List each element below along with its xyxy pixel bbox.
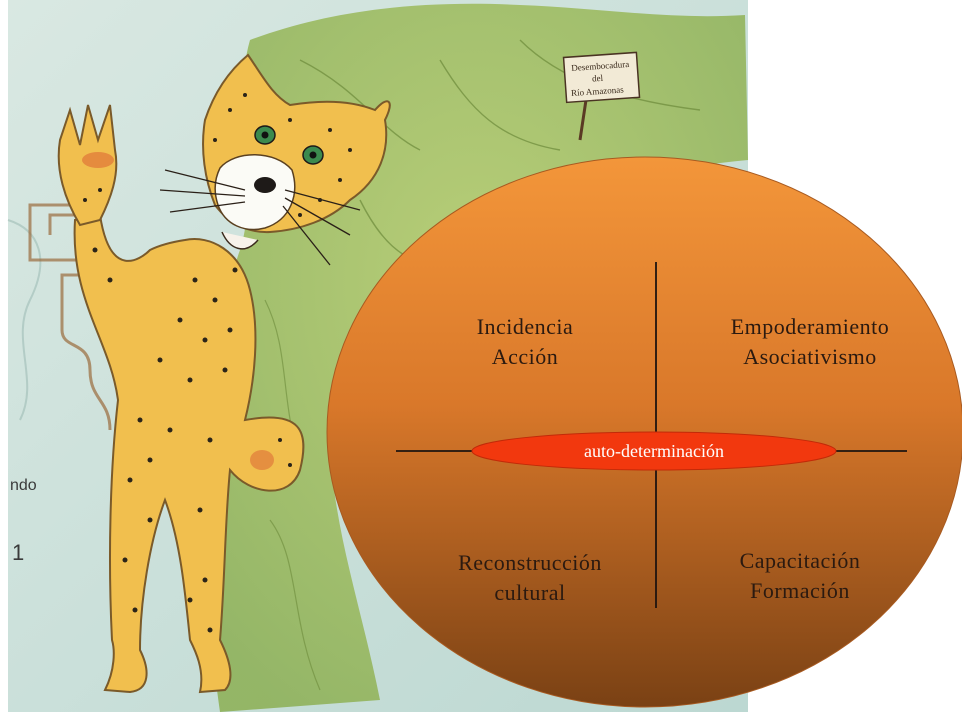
quadrant-bottom-right-line-2: Formación	[700, 576, 900, 606]
diagram	[327, 157, 962, 707]
jaguar-muzzle	[215, 155, 294, 230]
quadrant-top-right-line-1: Empoderamiento	[700, 312, 920, 342]
quadrant-top-left: Incidencia Acción	[440, 312, 610, 372]
quadrant-bottom-right: Capacitación Formación	[700, 546, 900, 606]
quadrant-bottom-left: Reconstrucción cultural	[425, 548, 635, 608]
quadrant-bottom-left-line-1: Reconstrucción	[425, 548, 635, 578]
sign-line-2: del	[592, 73, 604, 84]
quadrant-bottom-left-line-2: cultural	[425, 578, 635, 608]
quadrant-top-left-line-2: Acción	[440, 342, 610, 372]
quadrant-top-left-line-1: Incidencia	[440, 312, 610, 342]
center-label: auto-determinación	[472, 436, 836, 466]
map-number: 1	[12, 540, 24, 565]
map-label: ndo	[10, 477, 37, 494]
quadrant-top-right: Empoderamiento Asociativismo	[700, 312, 920, 372]
quadrant-top-right-line-2: Asociativismo	[700, 342, 920, 372]
quadrant-bottom-right-line-1: Capacitación	[700, 546, 900, 576]
jaguar-nose	[254, 177, 276, 193]
